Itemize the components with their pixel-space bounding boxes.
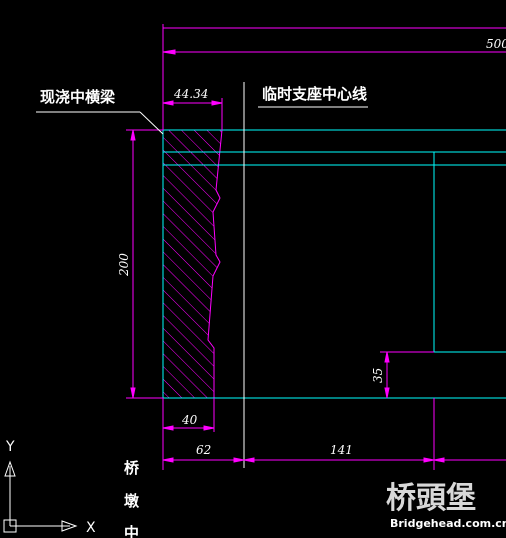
dim-500: 500 <box>486 37 506 51</box>
cast-beam-section <box>162 129 223 399</box>
watermark-url: Bridgehead.com.cn <box>390 517 506 530</box>
hatched-section <box>162 129 223 399</box>
dimension-lines <box>126 24 506 470</box>
dim-40: 40 <box>181 413 198 427</box>
dim-141: 141 <box>330 443 353 457</box>
structure-outline <box>162 129 506 399</box>
label-pier-2: 墩 <box>124 492 140 510</box>
dim-44-34: 44.34 <box>173 87 208 101</box>
dim-35: 35 <box>371 368 385 383</box>
dim-200: 200 <box>117 253 131 277</box>
ucs-x-label: X <box>86 520 96 536</box>
ucs-y-label: Y <box>5 439 15 455</box>
ucs-icon <box>3 460 78 533</box>
leaders <box>36 106 368 135</box>
label-support-centerline: 临时支座中心线 <box>262 85 367 103</box>
label-pier-3: 中 <box>124 524 139 538</box>
dim-62: 62 <box>196 443 211 457</box>
label-pier-1: 桥 <box>124 459 140 477</box>
watermark-logo: 桥頭堡 <box>386 481 476 516</box>
label-cast-beam: 现浇中横梁 <box>40 88 116 106</box>
